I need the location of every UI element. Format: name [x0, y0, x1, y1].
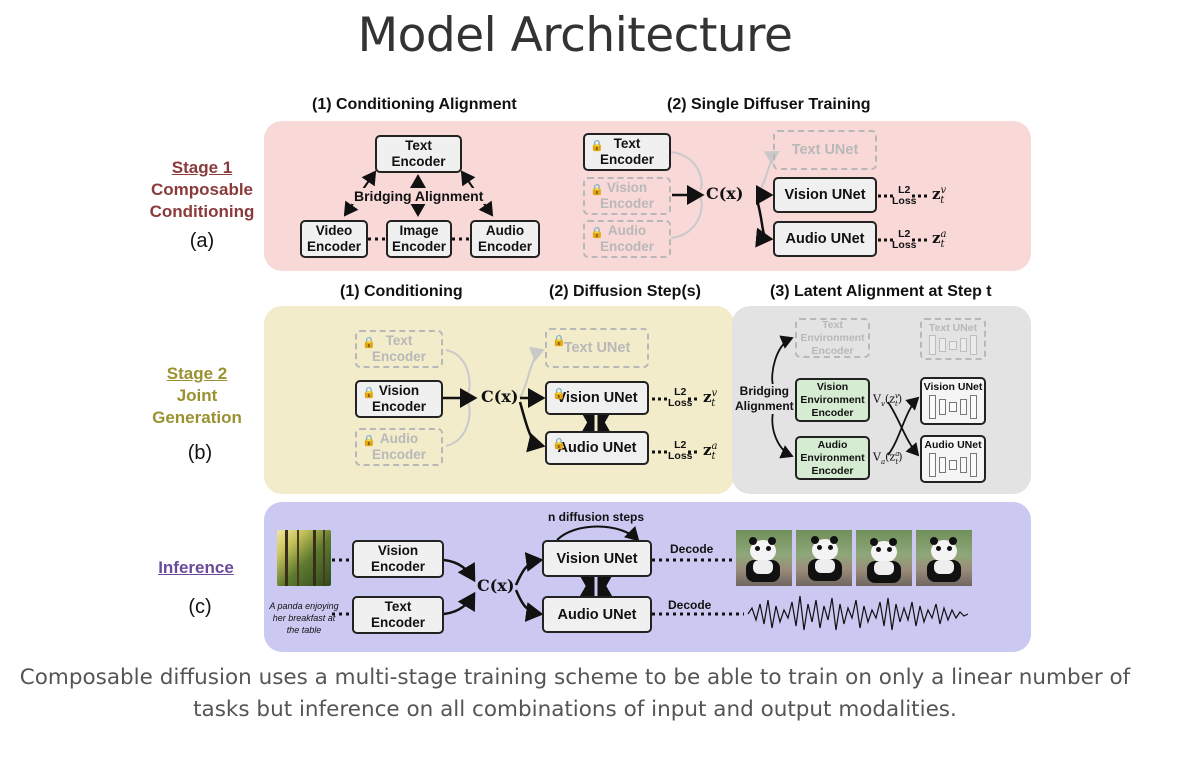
inf-vision-encoder: Vision Encoder: [352, 540, 444, 578]
inference-text-prompt: A panda enjoying her breakfast at the ta…: [269, 601, 339, 635]
inf-vision-unet: Vision UNet: [542, 540, 652, 577]
stage1-title: Stage 1: [171, 158, 233, 177]
s1-audio-encoder: Audio Encoder: [470, 220, 540, 258]
s2-audio-env-encoder: Audio Environment Encoder: [795, 436, 870, 480]
stage2-label: Stage 2 Joint Generation: [135, 363, 259, 429]
s1-video-encoder: Video Encoder: [300, 220, 368, 258]
s2-ghost-text-env-encoder: Text Environment Encoder: [795, 318, 870, 358]
s1-vision-unet: Vision UNet: [773, 177, 877, 213]
s1-text-encoder: Text Encoder: [375, 135, 462, 173]
s1-ghost-vision-encoder: 🔒Vision Encoder: [583, 177, 671, 215]
lock-icon: 🔒: [590, 227, 604, 239]
stage2-header-conditioning: (1) Conditioning: [340, 283, 463, 300]
inf-n-diffusion-steps: n diffusion steps: [548, 510, 644, 524]
stage2-title: Stage 2: [166, 364, 228, 383]
stage2-header-latent: (3) Latent Alignment at Step t: [770, 283, 992, 300]
s2-ghost-audio-encoder: 🔒Audio Encoder: [355, 428, 443, 466]
s2-ghost-text-encoder: 🔒Text Encoder: [355, 330, 443, 368]
output-video-frames: [736, 530, 972, 586]
forest-input-image: [277, 530, 331, 586]
inf-cx: C(x): [477, 576, 515, 595]
s1-bridging-alignment: Bridging Alignment: [352, 188, 486, 204]
s1-cx: C(x): [706, 184, 744, 203]
s2-ghost-small-text-unet: Text UNet: [920, 318, 986, 360]
stage2-sub-label: (b): [187, 442, 213, 464]
s1-image-encoder: Image Encoder: [386, 220, 452, 258]
s1-ghost-text-unet: Text UNet: [773, 130, 877, 170]
lock-icon: 🔒: [590, 184, 604, 196]
stage2-panel: [264, 306, 734, 494]
inf-decode-vision: Decode: [670, 542, 714, 556]
s1-z-vision: zvt: [932, 185, 947, 206]
lock-icon: 🔒: [590, 140, 604, 152]
lock-icon: 🔒: [552, 388, 566, 400]
lock-icon: 🔒: [362, 435, 376, 447]
panda-frame: [736, 530, 792, 586]
s2-audio-unet: 🔒Audio UNet: [545, 431, 649, 465]
s2-v-vision: Vv(zvt): [873, 392, 903, 408]
panda-frame: [856, 530, 912, 586]
lock-icon: 🔒: [552, 438, 566, 450]
s1-audio-unet: Audio UNet: [773, 221, 877, 257]
s2-z-vision: zvt: [703, 388, 718, 409]
s2-vision-unet: 🔒Vision UNet: [545, 381, 649, 415]
page-title: Model Architecture: [357, 8, 793, 63]
stage1-sub-label: (a): [189, 230, 215, 252]
s2-ghost-text-unet: 🔒Text UNet: [545, 328, 649, 368]
inference-title: Inference: [158, 558, 234, 577]
s2-v-audio: Va(zat): [873, 450, 903, 466]
stage2-header-diffusion: (2) Diffusion Step(s): [549, 283, 701, 300]
figure-caption: Composable diffusion uses a multi-stage …: [19, 665, 1131, 722]
inference-sub-label: (c): [188, 596, 212, 618]
text-unet-icon: [926, 334, 980, 356]
s2-z-audio: zat: [703, 441, 718, 462]
s2-cx: C(x): [481, 387, 519, 406]
inference-label: Inference: [134, 557, 258, 579]
inf-decode-audio: Decode: [668, 598, 712, 612]
vision-unet-icon: [926, 394, 980, 420]
inf-audio-unet: Audio UNet: [542, 596, 652, 633]
s1-frozen-text-encoder: 🔒Text Encoder: [583, 133, 671, 171]
stage1-label: Stage 1 Composable Conditioning: [140, 157, 264, 223]
stage2-label-mid: Joint: [176, 386, 218, 405]
stage2-label-bot: Generation: [152, 408, 242, 427]
s1-ghost-audio-encoder: 🔒Audio Encoder: [583, 220, 671, 258]
panda-frame: [796, 530, 852, 586]
s2-vision-encoder: 🔒Vision Encoder: [355, 380, 443, 418]
s2-vision-env-encoder: Vision Environment Encoder: [795, 378, 870, 422]
stage1-label-bot: Conditioning: [149, 202, 255, 221]
inf-text-encoder: Text Encoder: [352, 596, 444, 634]
panda-frame: [916, 530, 972, 586]
audio-unet-icon: [926, 452, 980, 478]
stage1-header-training: (2) Single Diffuser Training: [667, 96, 871, 113]
audio-waveform: [747, 595, 969, 631]
lock-icon: 🔒: [552, 335, 566, 347]
s1-z-audio: zat: [932, 229, 947, 250]
lock-icon: 🔒: [362, 387, 376, 399]
stage1-label-mid: Composable: [150, 180, 254, 199]
lock-icon: 🔒: [362, 337, 376, 349]
s2-bridging-alignment: Bridging Alignment: [735, 384, 794, 414]
stage1-header-alignment: (1) Conditioning Alignment: [312, 96, 517, 113]
